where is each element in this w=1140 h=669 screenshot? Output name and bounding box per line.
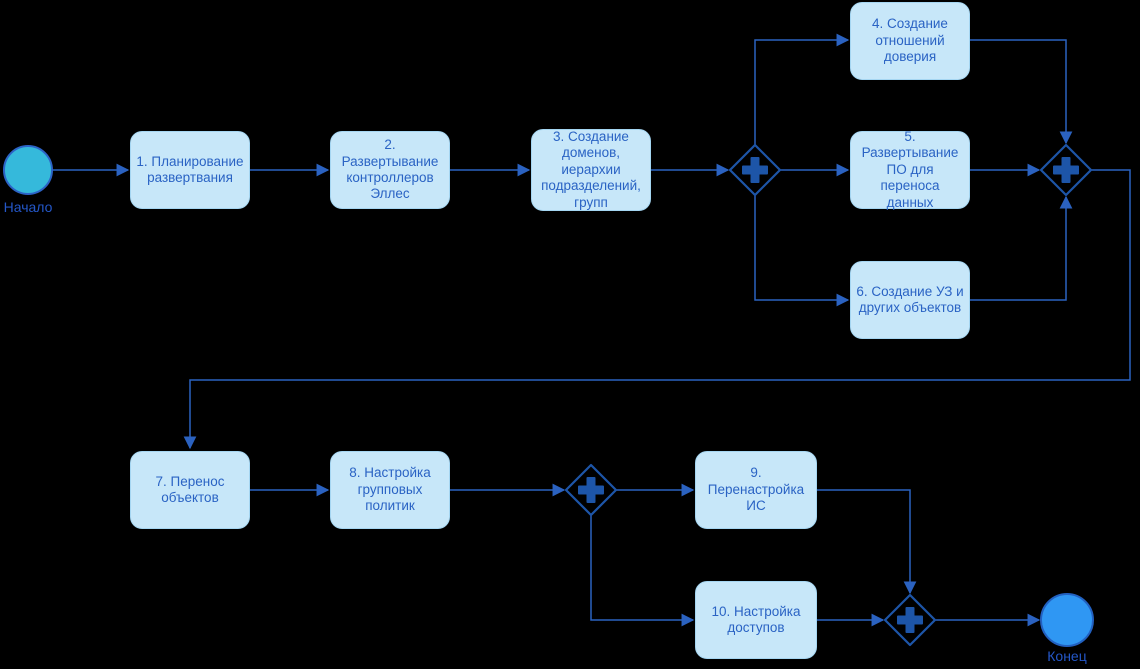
start-event-circle[interactable] — [3, 145, 53, 195]
parallel-gateway-4[interactable] — [883, 593, 937, 647]
flow-gw1-to-task6 — [754, 195, 850, 307]
task-10-access-setup[interactable]: 10. Настройка доступов — [695, 581, 817, 659]
flow-task4-to-gw2 — [970, 39, 1073, 145]
parallel-gateway-1[interactable] — [728, 143, 782, 197]
task-8-group-policies[interactable]: 8. Настройка групповых политик — [330, 451, 450, 529]
task-3-create-domains[interactable]: 3. Создание доменов, иерархии подразделе… — [531, 129, 651, 211]
task-2-deploy-controllers[interactable]: 2. Развертывание контроллеров Эллес — [330, 131, 450, 209]
task-label: 8. Настройка групповых политик — [349, 465, 431, 514]
plus-icon — [742, 157, 768, 183]
flow-task9-to-gw4 — [817, 489, 917, 595]
flow-task6-to-gw2 — [970, 195, 1073, 301]
start-event-label: Начало — [3, 199, 53, 215]
task-4-trust-relations[interactable]: 4. Создание отношений доверия — [850, 2, 970, 80]
parallel-gateway-3[interactable] — [564, 463, 618, 517]
task-5-deploy-migration-software[interactable]: 5. Развертывание ПО для переноса данных — [850, 128, 970, 210]
task-label: 6. Создание УЗ и других объектов — [856, 283, 964, 315]
plus-icon — [578, 477, 604, 503]
plus-icon — [897, 607, 923, 633]
plus-icon — [1053, 157, 1079, 183]
task-label: 5. Развертывание ПО для переноса данных — [861, 128, 959, 210]
task-7-move-objects[interactable]: 7. Перенос объектов — [130, 451, 250, 529]
task-6-create-accounts[interactable]: 6. Создание УЗ и других объектов — [850, 261, 970, 339]
task-label: 3. Создание доменов, иерархии подразделе… — [541, 128, 641, 210]
flow-gw1-to-task4 — [754, 33, 850, 145]
end-event-label: Конец — [1047, 648, 1087, 664]
task-label: 1. Планирование развертвания — [136, 153, 244, 185]
parallel-gateway-2[interactable] — [1039, 143, 1093, 197]
task-label: 9. Перенастройка ИС — [707, 465, 805, 514]
task-label: 2. Развертывание контроллеров Эллес — [341, 137, 439, 202]
task-label: 7. Перенос объектов — [155, 473, 225, 505]
task-9-reconfigure-is[interactable]: 9. Перенастройка ИС — [695, 451, 817, 529]
task-label: 10. Настройка доступов — [711, 603, 801, 635]
flow-gw3-to-task10 — [590, 515, 695, 627]
flow-gw2-to-task7 — [183, 169, 1131, 450]
task-label: 4. Создание отношений доверия — [872, 16, 948, 65]
task-1-planning[interactable]: 1. Планирование развертвания — [130, 131, 250, 209]
end-event-circle[interactable] — [1040, 593, 1094, 647]
